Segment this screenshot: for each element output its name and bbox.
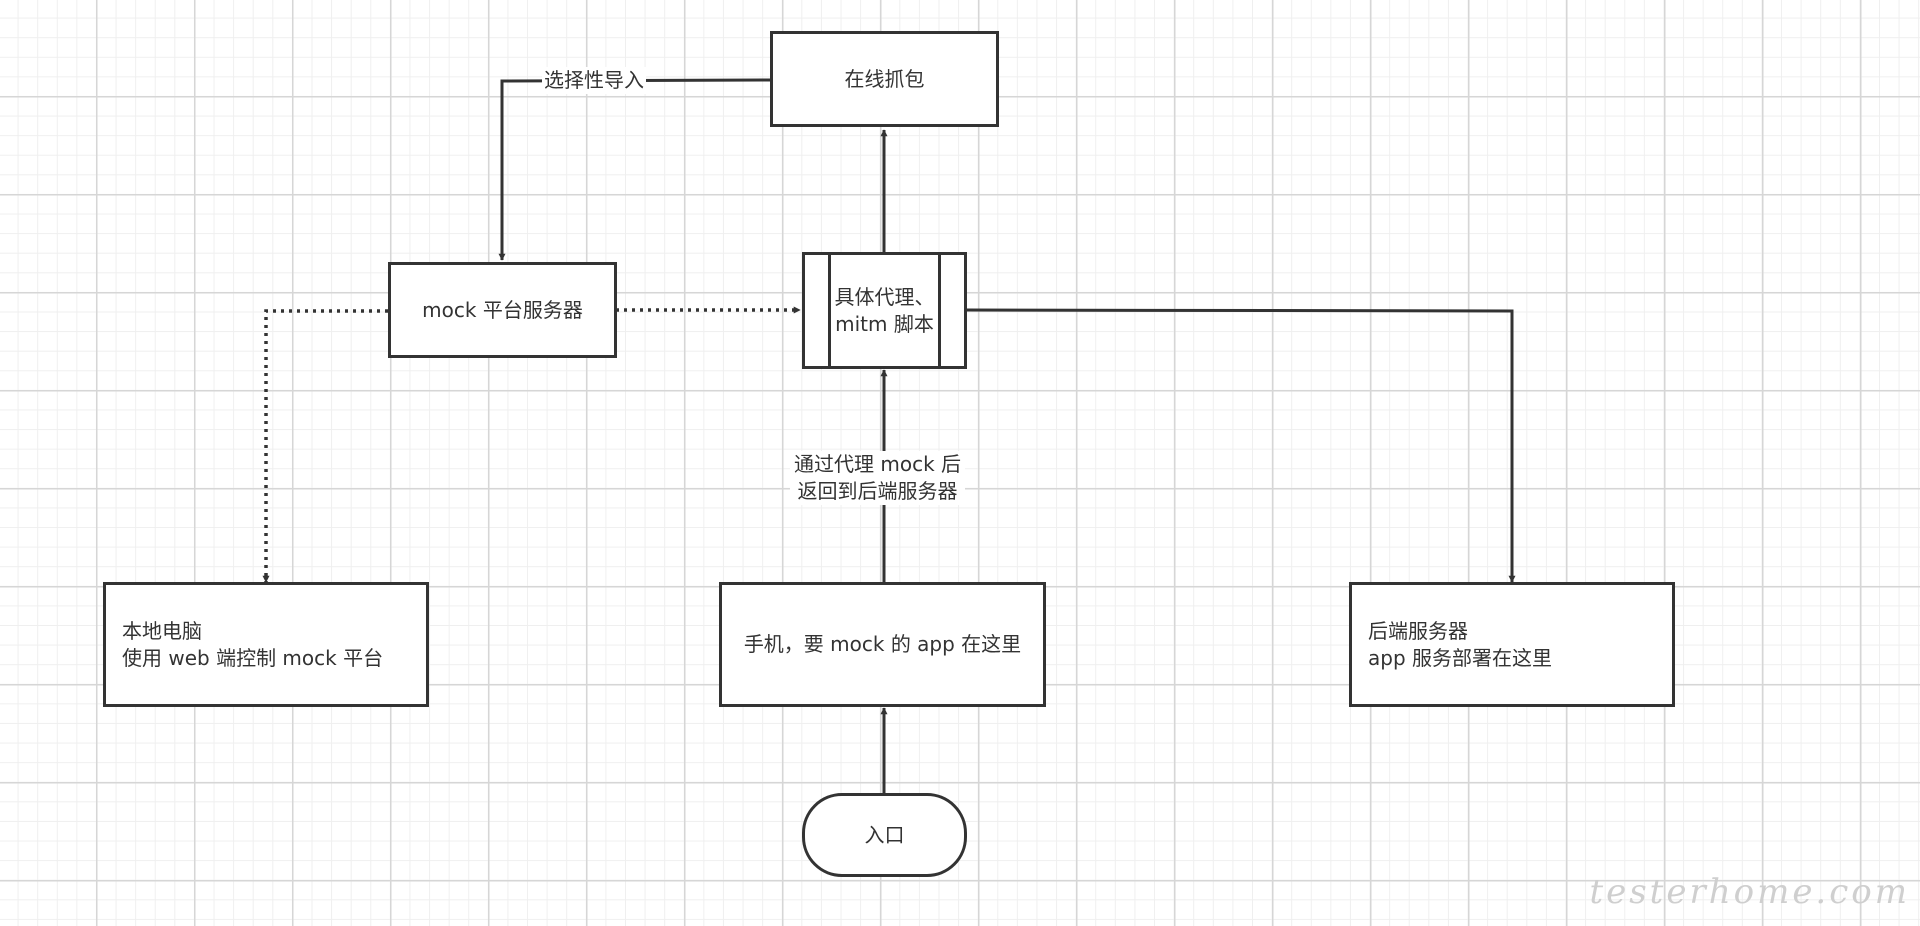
online-capture-node[interactable]: 在线抓包 <box>770 31 999 127</box>
backend-server-label-line1: 后端服务器 <box>1368 618 1468 643</box>
selective-import-label: 选择性导入 <box>542 67 646 94</box>
proxy-label-line2: mitm 脚本 <box>835 311 934 336</box>
via-proxy-label-line2: 返回到后端服务器 <box>797 479 958 503</box>
local-pc-node[interactable]: 本地电脑 使用 web 端控制 mock 平台 <box>103 582 429 707</box>
local-pc-label: 本地电脑 使用 web 端控制 mock 平台 <box>122 618 383 672</box>
entry-node[interactable]: 入口 <box>802 793 967 877</box>
local-pc-label-line2: 使用 web 端控制 mock 平台 <box>122 645 384 670</box>
online-capture-label: 在线抓包 <box>844 66 925 91</box>
phone-node[interactable]: 手机，要 mock 的 app 在这里 <box>719 582 1046 707</box>
proxy-left-bar <box>828 255 831 366</box>
via-proxy-label-line1: 通过代理 mock 后 <box>794 452 962 476</box>
edge-mock-server-to-local-pc <box>262 309 388 583</box>
proxy-label-line1: 具体代理、 <box>834 284 935 309</box>
selective-import-text: 选择性导入 <box>544 68 644 92</box>
edge-proxy-to-backend <box>965 308 1516 583</box>
mock-server-node[interactable]: mock 平台服务器 <box>388 262 617 358</box>
edge-capture-to-mock-server <box>498 78 773 261</box>
backend-server-label: 后端服务器 app 服务部署在这里 <box>1368 618 1552 672</box>
backend-server-node[interactable]: 后端服务器 app 服务部署在这里 <box>1349 582 1675 707</box>
via-proxy-label: 通过代理 mock 后 返回到后端服务器 <box>790 451 966 505</box>
proxy-label: 具体代理、 mitm 脚本 <box>835 284 935 338</box>
phone-label: 手机，要 mock 的 app 在这里 <box>743 632 1022 656</box>
proxy-node[interactable]: 具体代理、 mitm 脚本 <box>802 252 967 369</box>
backend-server-label-line2: app 服务部署在这里 <box>1368 645 1553 670</box>
mock-server-label: mock 平台服务器 <box>422 297 583 322</box>
proxy-right-bar <box>938 255 941 366</box>
watermark-logo: testerhome.com <box>1589 872 1910 912</box>
local-pc-label-line1: 本地电脑 <box>122 618 202 643</box>
entry-label: 入口 <box>864 822 905 847</box>
